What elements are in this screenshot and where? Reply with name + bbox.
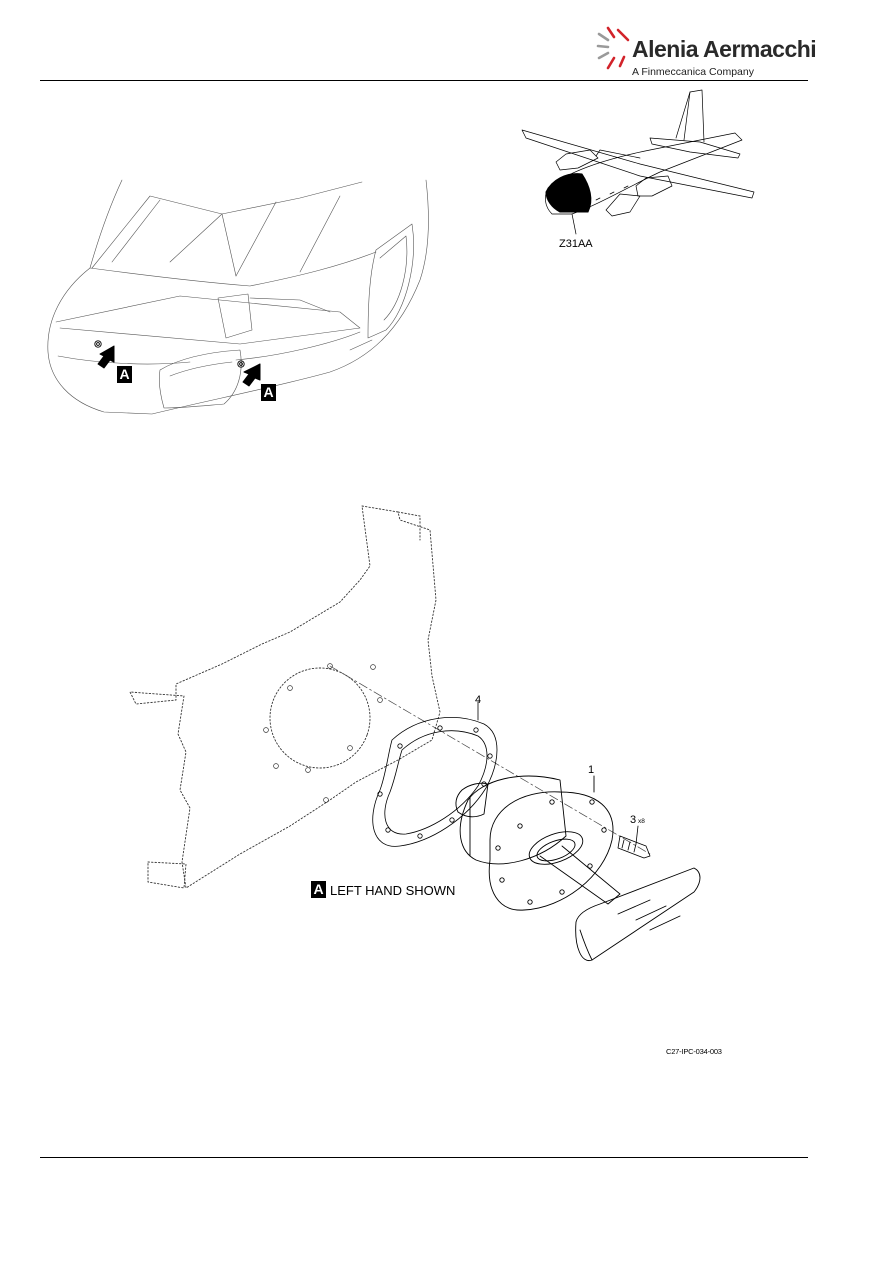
zone-highlight: [545, 173, 592, 213]
view-a-marker: A: [117, 366, 132, 383]
probe-drawing: [455, 775, 701, 962]
item-number-screw: 3: [630, 814, 637, 826]
view-a-marker: A: [311, 881, 326, 898]
logo-name: Alenia Aermacchi: [632, 36, 817, 62]
probe-location-marks: [94, 340, 245, 368]
nose-section-drawing: [47, 179, 429, 415]
aircraft-locator-drawing: [521, 89, 755, 235]
view-arrow-1: [97, 345, 115, 369]
screw-drawing: [617, 825, 651, 859]
view-arrow-2: [242, 363, 261, 387]
zone-label: Z31AA: [559, 238, 593, 250]
figure-reference: C27-IPC-034-003: [666, 1047, 722, 1056]
item-quantity-screw: x8: [638, 818, 645, 825]
assembly-axis: [329, 665, 651, 855]
view-caption: LEFT HAND SHOWN: [330, 883, 456, 898]
logo-tagline: A Finmeccanica Company: [632, 66, 754, 78]
item-number-gasket: 4: [475, 694, 482, 706]
skin-panel-drawing: [129, 505, 441, 889]
panel-holes: [263, 663, 383, 803]
item-number-probe: 1: [588, 764, 595, 776]
company-logo: Alenia Aermacchi A Finmeccanica Company: [596, 24, 817, 80]
logo-mark-icon: [596, 26, 630, 70]
gasket-drawing: [372, 701, 498, 847]
header-rule: [40, 80, 808, 81]
view-a-marker: A: [261, 384, 276, 401]
footer-rule: [40, 1157, 808, 1158]
